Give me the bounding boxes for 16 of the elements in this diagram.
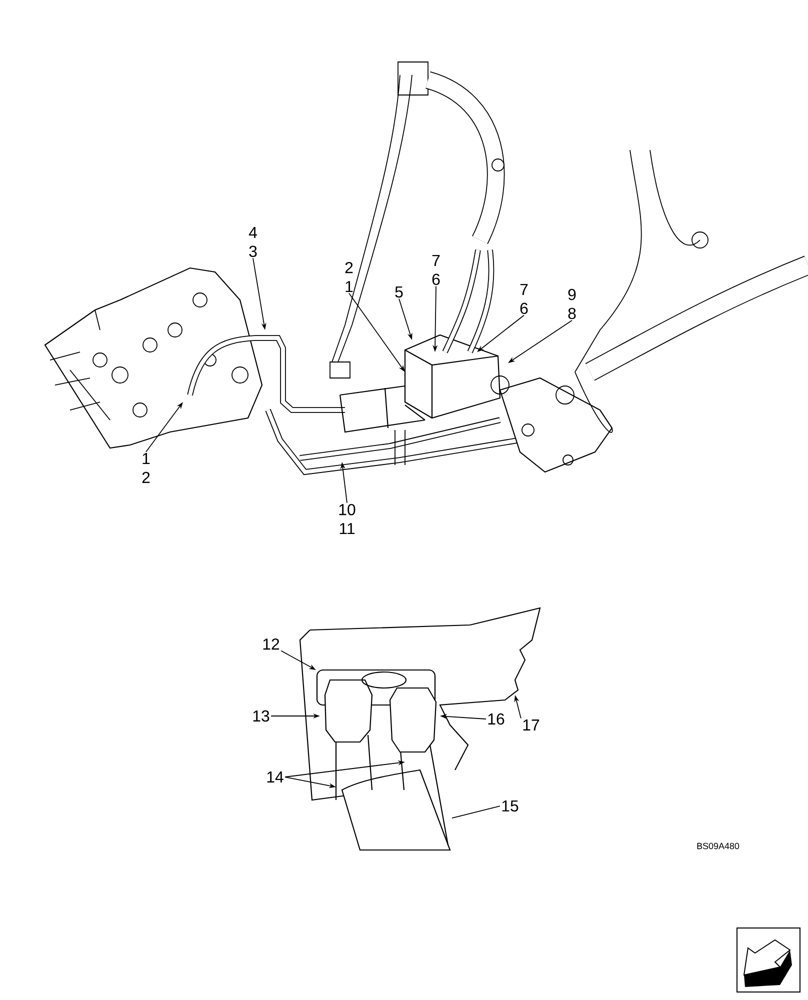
- callout-number: 17: [523, 720, 540, 730]
- callout-number: 5: [395, 286, 403, 298]
- callout-number: 12: [263, 638, 280, 650]
- callout-number: 1 2: [142, 453, 150, 483]
- callout-number: 7 6: [432, 254, 440, 286]
- callout-number: 7 6: [520, 284, 528, 314]
- callout-number: 4 3: [248, 226, 257, 258]
- callout-number: 16: [488, 713, 504, 725]
- callout-number: 14: [267, 772, 284, 782]
- drawing-number: BS09A480: [697, 842, 740, 850]
- callout-number: 9 8: [568, 288, 576, 320]
- leader-line: [452, 806, 500, 818]
- callout-number: 13: [253, 710, 270, 722]
- callout-number: 2 1: [345, 262, 353, 292]
- callout-number: 10 11: [339, 504, 356, 534]
- callout-number: 15: [502, 800, 518, 812]
